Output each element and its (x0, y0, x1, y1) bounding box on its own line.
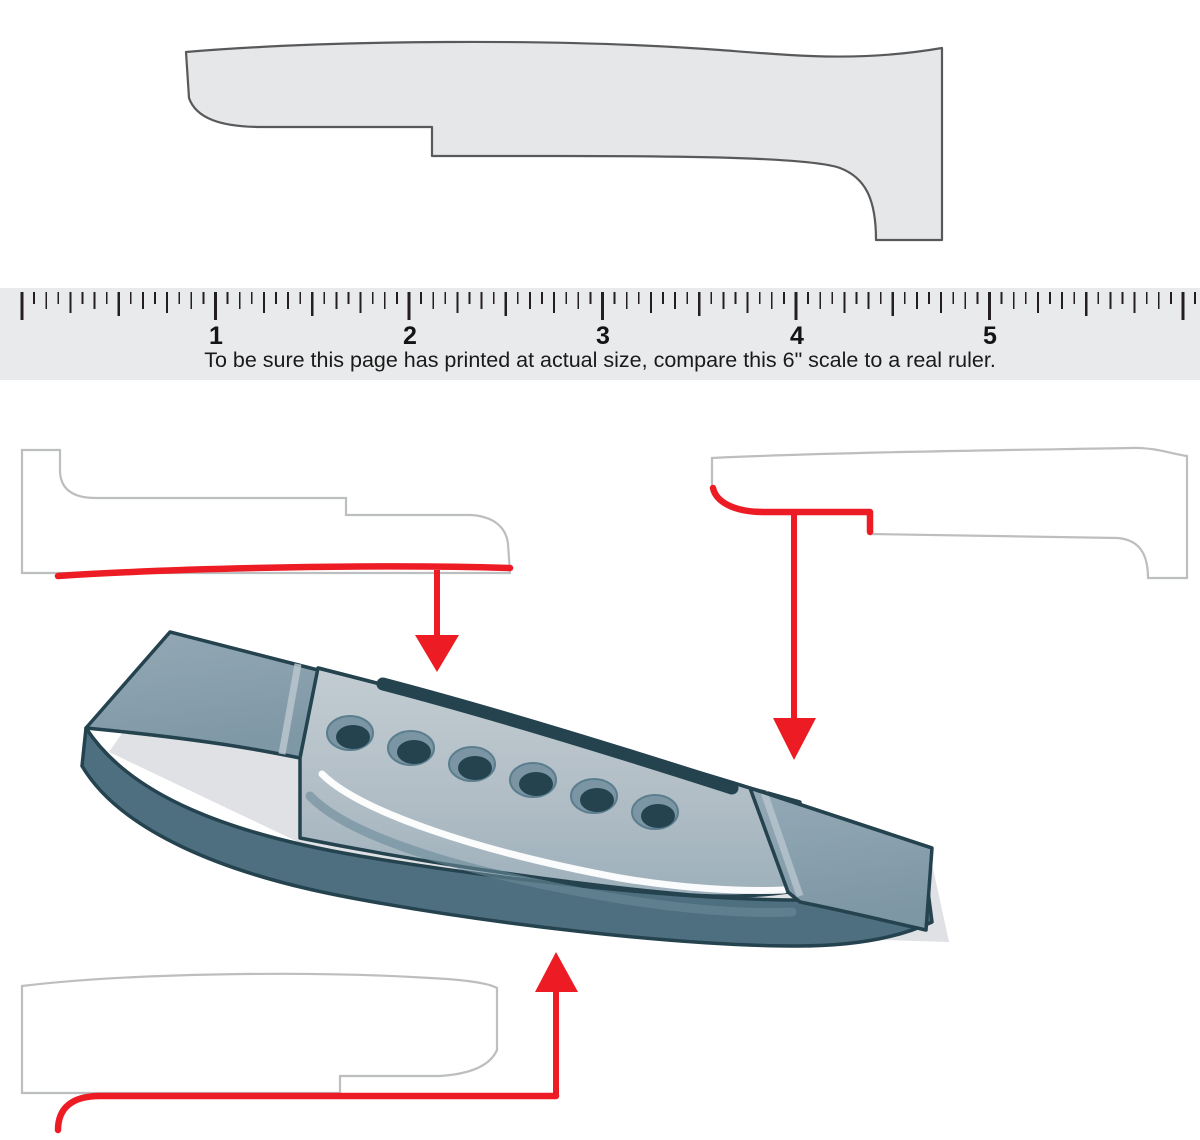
right-callout-arrow (773, 512, 816, 760)
top-profile-template (0, 0, 1000, 270)
hole-5 (570, 778, 618, 814)
tool-top-edge-line (317, 666, 933, 850)
tool-sole-edge (80, 726, 934, 948)
hole-6 (631, 794, 679, 830)
right-template-red-highlight (709, 484, 874, 536)
ruler-label-5: 5 (983, 322, 997, 350)
hole-4 (509, 762, 557, 798)
ruler-label-1: 1 (209, 322, 223, 350)
tool-sole-inner-shade (305, 791, 797, 917)
tool-toe-highlight-stripe (278, 663, 302, 755)
tool-sole-highlight (318, 770, 788, 894)
ruler-label-2: 2 (403, 322, 417, 350)
ruler-number-labels: 1 2 3 4 5 (0, 322, 1200, 354)
bottom-section-template (0, 940, 600, 1140)
left-callout-arrow (415, 570, 459, 672)
hole-2 (387, 730, 435, 766)
left-section-template (0, 430, 540, 690)
ruler-label-4: 4 (790, 322, 804, 350)
left-template-outline (20, 448, 512, 575)
tool-mounting-holes (326, 715, 679, 830)
actual-size-ruler: 1 2 3 4 5 To be sure this page has print… (0, 288, 1200, 380)
tool-heel-face (748, 786, 934, 932)
right-section-template (690, 430, 1200, 790)
bottom-callout-arrow (535, 952, 578, 1096)
hole-3 (448, 746, 496, 782)
plane-sole-illustration (60, 600, 980, 960)
left-template-red-highlight (54, 563, 514, 580)
ruler-ticks (20, 292, 1196, 320)
tool-toe-face (84, 630, 320, 760)
hole-1 (326, 715, 374, 751)
ruler-caption: To be sure this page has printed at actu… (204, 348, 996, 372)
bottom-template-outline (20, 972, 499, 1095)
bottom-template-red-highlight (54, 1092, 560, 1134)
ruler-label-3: 3 (596, 322, 610, 350)
top-template-outline (184, 40, 944, 242)
tool-heel-highlight-stripe (760, 790, 804, 898)
